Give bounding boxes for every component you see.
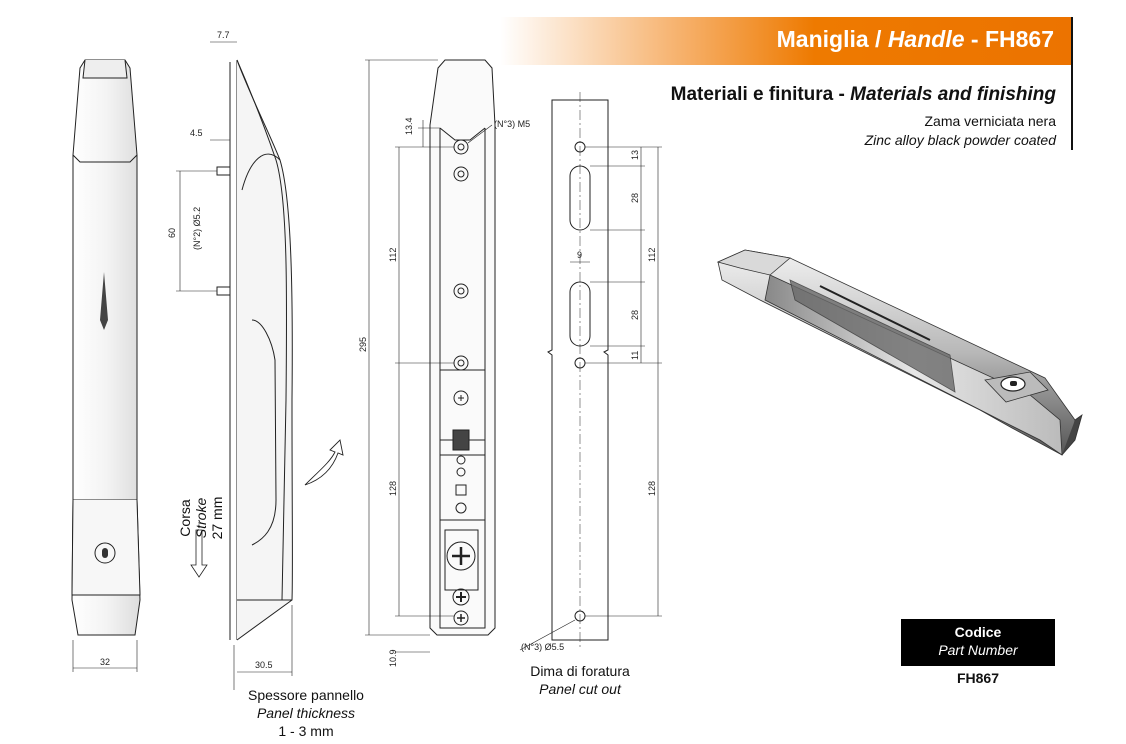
title-separator: /: [875, 26, 882, 52]
cutout-label-english: Panel cut out: [539, 681, 621, 697]
front-view: [71, 59, 141, 672]
dim-7-7: 7.7: [217, 30, 230, 40]
materials-title-italian: Materiali e finitura -: [670, 84, 845, 105]
dim-60: 60: [167, 228, 177, 238]
dim-thread-m5: (N°3) M5: [494, 119, 530, 129]
dim-hole-5-5: (N°3) Ø5.5: [521, 642, 564, 652]
title-code: FH867: [984, 26, 1054, 52]
dim-13-4: 13.4: [404, 117, 414, 135]
dim-width-32: 32: [100, 657, 110, 667]
dim-9: 9: [577, 250, 582, 260]
dim-28-lower: 28: [630, 310, 640, 320]
part-number-label-english: Part Number: [938, 642, 1018, 658]
rotate-arrow-icon: [304, 439, 344, 486]
dim-112-back: 112: [388, 248, 398, 262]
header-vertical-rule: [1071, 17, 1073, 150]
materials-line-italian: Zama verniciata nera: [924, 113, 1056, 129]
dim-13: 13: [630, 150, 640, 160]
part-number-box: Codice Part Number: [901, 619, 1055, 666]
keyhole-icon: [94, 542, 116, 564]
dim-hole-5-2: (N°2) Ø5.2: [192, 207, 202, 250]
panel-thickness-caption: Spessore pannello Panel thickness 1 - 3 …: [230, 686, 382, 740]
back-view: [365, 59, 496, 653]
materials-title-english: Materials and finishing: [850, 84, 1056, 105]
materials-line-english: Zinc alloy black powder coated: [864, 132, 1056, 148]
handle-3d-render: [716, 249, 1083, 456]
stroke-value: 27 mm: [209, 496, 225, 540]
title-banner: Maniglia / Handle - FH867: [500, 17, 1072, 65]
dim-128-back: 128: [388, 481, 398, 496]
title-english: Handle: [887, 26, 965, 52]
page-title: Maniglia / Handle - FH867: [777, 26, 1054, 53]
title-italian: Maniglia: [776, 26, 869, 52]
stroke-label-italian: Corsa: [177, 499, 193, 537]
dim-4-5: 4.5: [190, 128, 203, 138]
stroke-caption: Corsa Stroke 27 mm: [176, 470, 226, 540]
part-number-value: FH867: [956, 670, 1000, 686]
panel-thickness-label-english: Panel thickness: [256, 705, 356, 721]
stroke-label-english: Stroke: [193, 497, 209, 539]
dim-10-9: 10.9: [388, 649, 398, 667]
materials-title: Materiali e finitura - Materials and fin…: [671, 84, 1056, 106]
dim-128-cutout: 128: [647, 481, 657, 496]
dim-30-5: 30.5: [255, 660, 273, 670]
cutout-label-italian: Dima di foratura: [530, 663, 630, 679]
panel-cutout: [519, 92, 662, 651]
cutout-caption: Dima di foratura Panel cut out: [510, 662, 650, 698]
dim-11: 11: [630, 351, 640, 360]
dim-112-cutout: 112: [647, 248, 657, 262]
side-view: [176, 41, 293, 690]
panel-thickness-label-italian: Spessore pannello: [248, 687, 364, 703]
part-number-label: Codice: [954, 624, 1002, 640]
panel-thickness-value: 1 - 3 mm: [278, 723, 334, 739]
title-dash: -: [970, 26, 979, 52]
dim-28-upper: 28: [630, 193, 640, 203]
dim-295: 295: [358, 337, 368, 352]
